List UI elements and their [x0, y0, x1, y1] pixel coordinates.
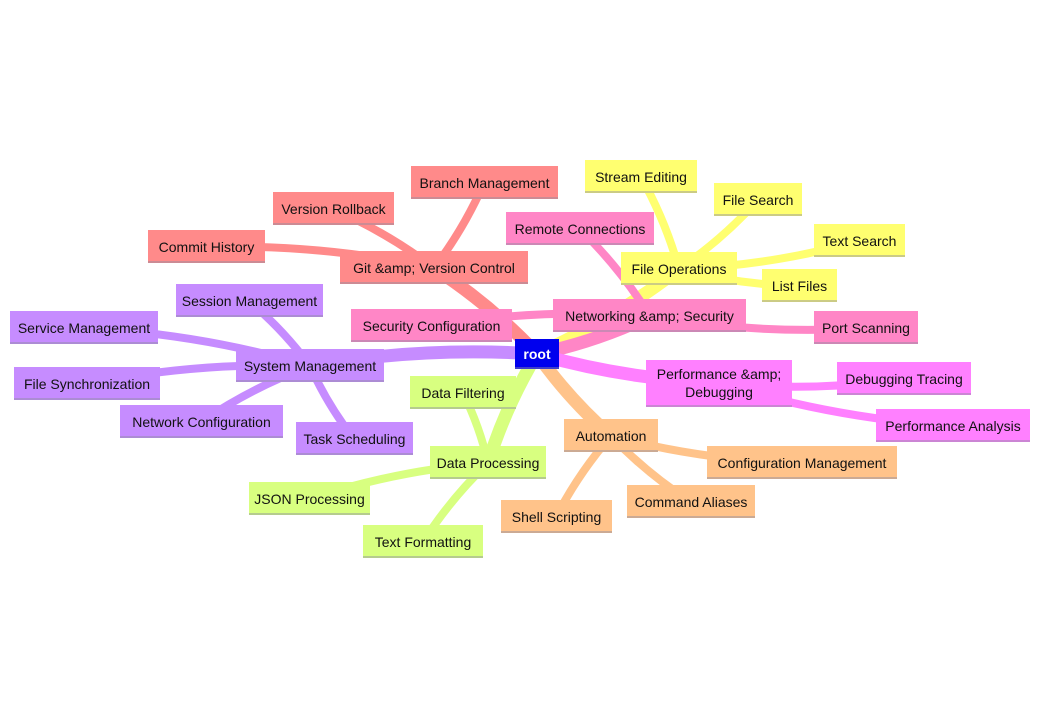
- node-performance-analysis[interactable]: Performance Analysis: [876, 409, 1030, 442]
- node-file-synchronization[interactable]: File Synchronization: [14, 367, 160, 400]
- node-networking-security[interactable]: Networking &amp; Security: [553, 299, 746, 332]
- node-debugging-tracing[interactable]: Debugging Tracing: [837, 362, 971, 395]
- node-file-search[interactable]: File Search: [714, 183, 802, 216]
- node-port-scanning[interactable]: Port Scanning: [814, 311, 918, 344]
- node-list-files[interactable]: List Files: [762, 269, 837, 302]
- node-task-scheduling[interactable]: Task Scheduling: [296, 422, 413, 455]
- node-service-management[interactable]: Service Management: [10, 311, 158, 344]
- node-data-filtering[interactable]: Data Filtering: [410, 376, 516, 409]
- node-shell-scripting[interactable]: Shell Scripting: [501, 500, 612, 533]
- node-stream-editing[interactable]: Stream Editing: [585, 160, 697, 193]
- node-branch-management[interactable]: Branch Management: [411, 166, 558, 199]
- node-configuration-management[interactable]: Configuration Management: [707, 446, 897, 479]
- node-commit-history[interactable]: Commit History: [148, 230, 265, 263]
- node-data-processing[interactable]: Data Processing: [430, 446, 546, 479]
- node-security-configuration[interactable]: Security Configuration: [351, 309, 512, 342]
- node-version-rollback[interactable]: Version Rollback: [273, 192, 394, 225]
- node-json-processing[interactable]: JSON Processing: [249, 482, 370, 515]
- node-command-aliases[interactable]: Command Aliases: [627, 485, 755, 518]
- node-text-search[interactable]: Text Search: [814, 224, 905, 257]
- node-network-configuration[interactable]: Network Configuration: [120, 405, 283, 438]
- node-system-management[interactable]: System Management: [236, 349, 384, 382]
- node-git-version-control[interactable]: Git &amp; Version Control: [340, 251, 528, 284]
- node-automation[interactable]: Automation: [564, 419, 658, 452]
- node-remote-connections[interactable]: Remote Connections: [506, 212, 654, 245]
- node-file-operations[interactable]: File Operations: [621, 252, 737, 285]
- node-root[interactable]: root: [515, 339, 559, 369]
- node-session-management[interactable]: Session Management: [176, 284, 323, 317]
- node-performance-debugging[interactable]: Performance &amp; Debugging: [646, 360, 792, 407]
- node-text-formatting[interactable]: Text Formatting: [363, 525, 483, 558]
